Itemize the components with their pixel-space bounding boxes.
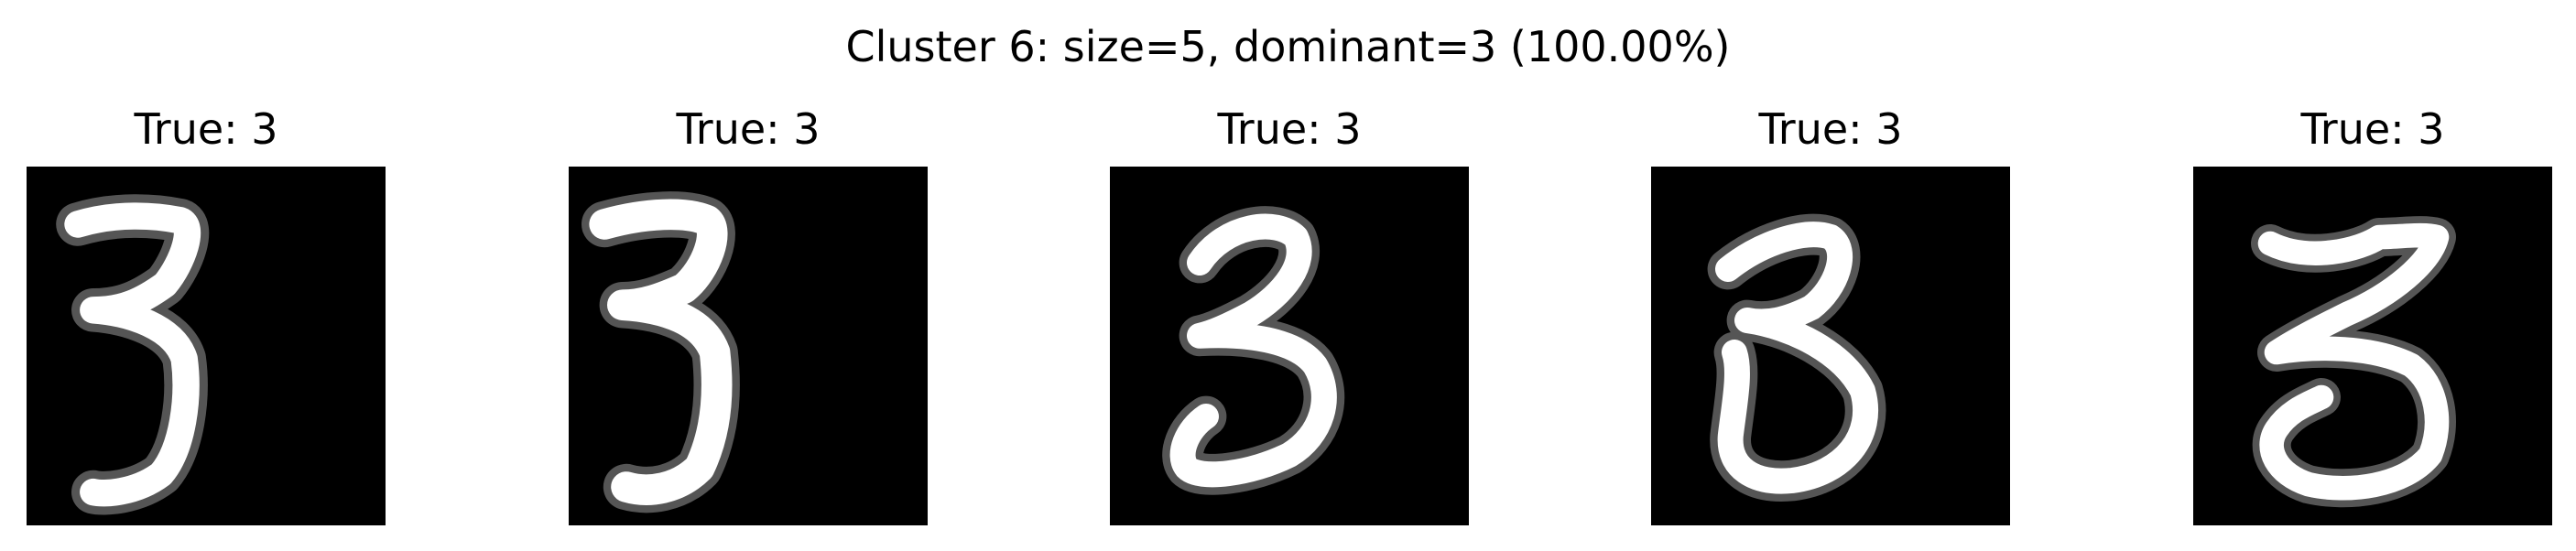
panel-title-3: True: 3 xyxy=(1217,104,1362,154)
sample-panel-2: True: 3 xyxy=(569,101,928,531)
panel-title-1: True: 3 xyxy=(134,104,278,154)
panel-title-2: True: 3 xyxy=(676,104,821,154)
figure-title: Cluster 6: size=5, dominant=3 (100.00%) xyxy=(845,22,1731,71)
digit-image-1 xyxy=(27,167,386,525)
sample-panel-5: True: 3 xyxy=(2193,101,2552,531)
sample-panel-1: True: 3 xyxy=(27,101,386,531)
digit-image-3 xyxy=(1110,167,1469,525)
digit-image-4 xyxy=(1651,167,2010,525)
panel-title-4: True: 3 xyxy=(1758,104,1903,154)
sample-panel-4: True: 3 xyxy=(1651,101,2010,531)
digit-image-5 xyxy=(2193,167,2552,525)
panel-title-5: True: 3 xyxy=(2300,104,2445,154)
sample-panel-3: True: 3 xyxy=(1110,101,1469,531)
digit-image-2 xyxy=(569,167,928,525)
